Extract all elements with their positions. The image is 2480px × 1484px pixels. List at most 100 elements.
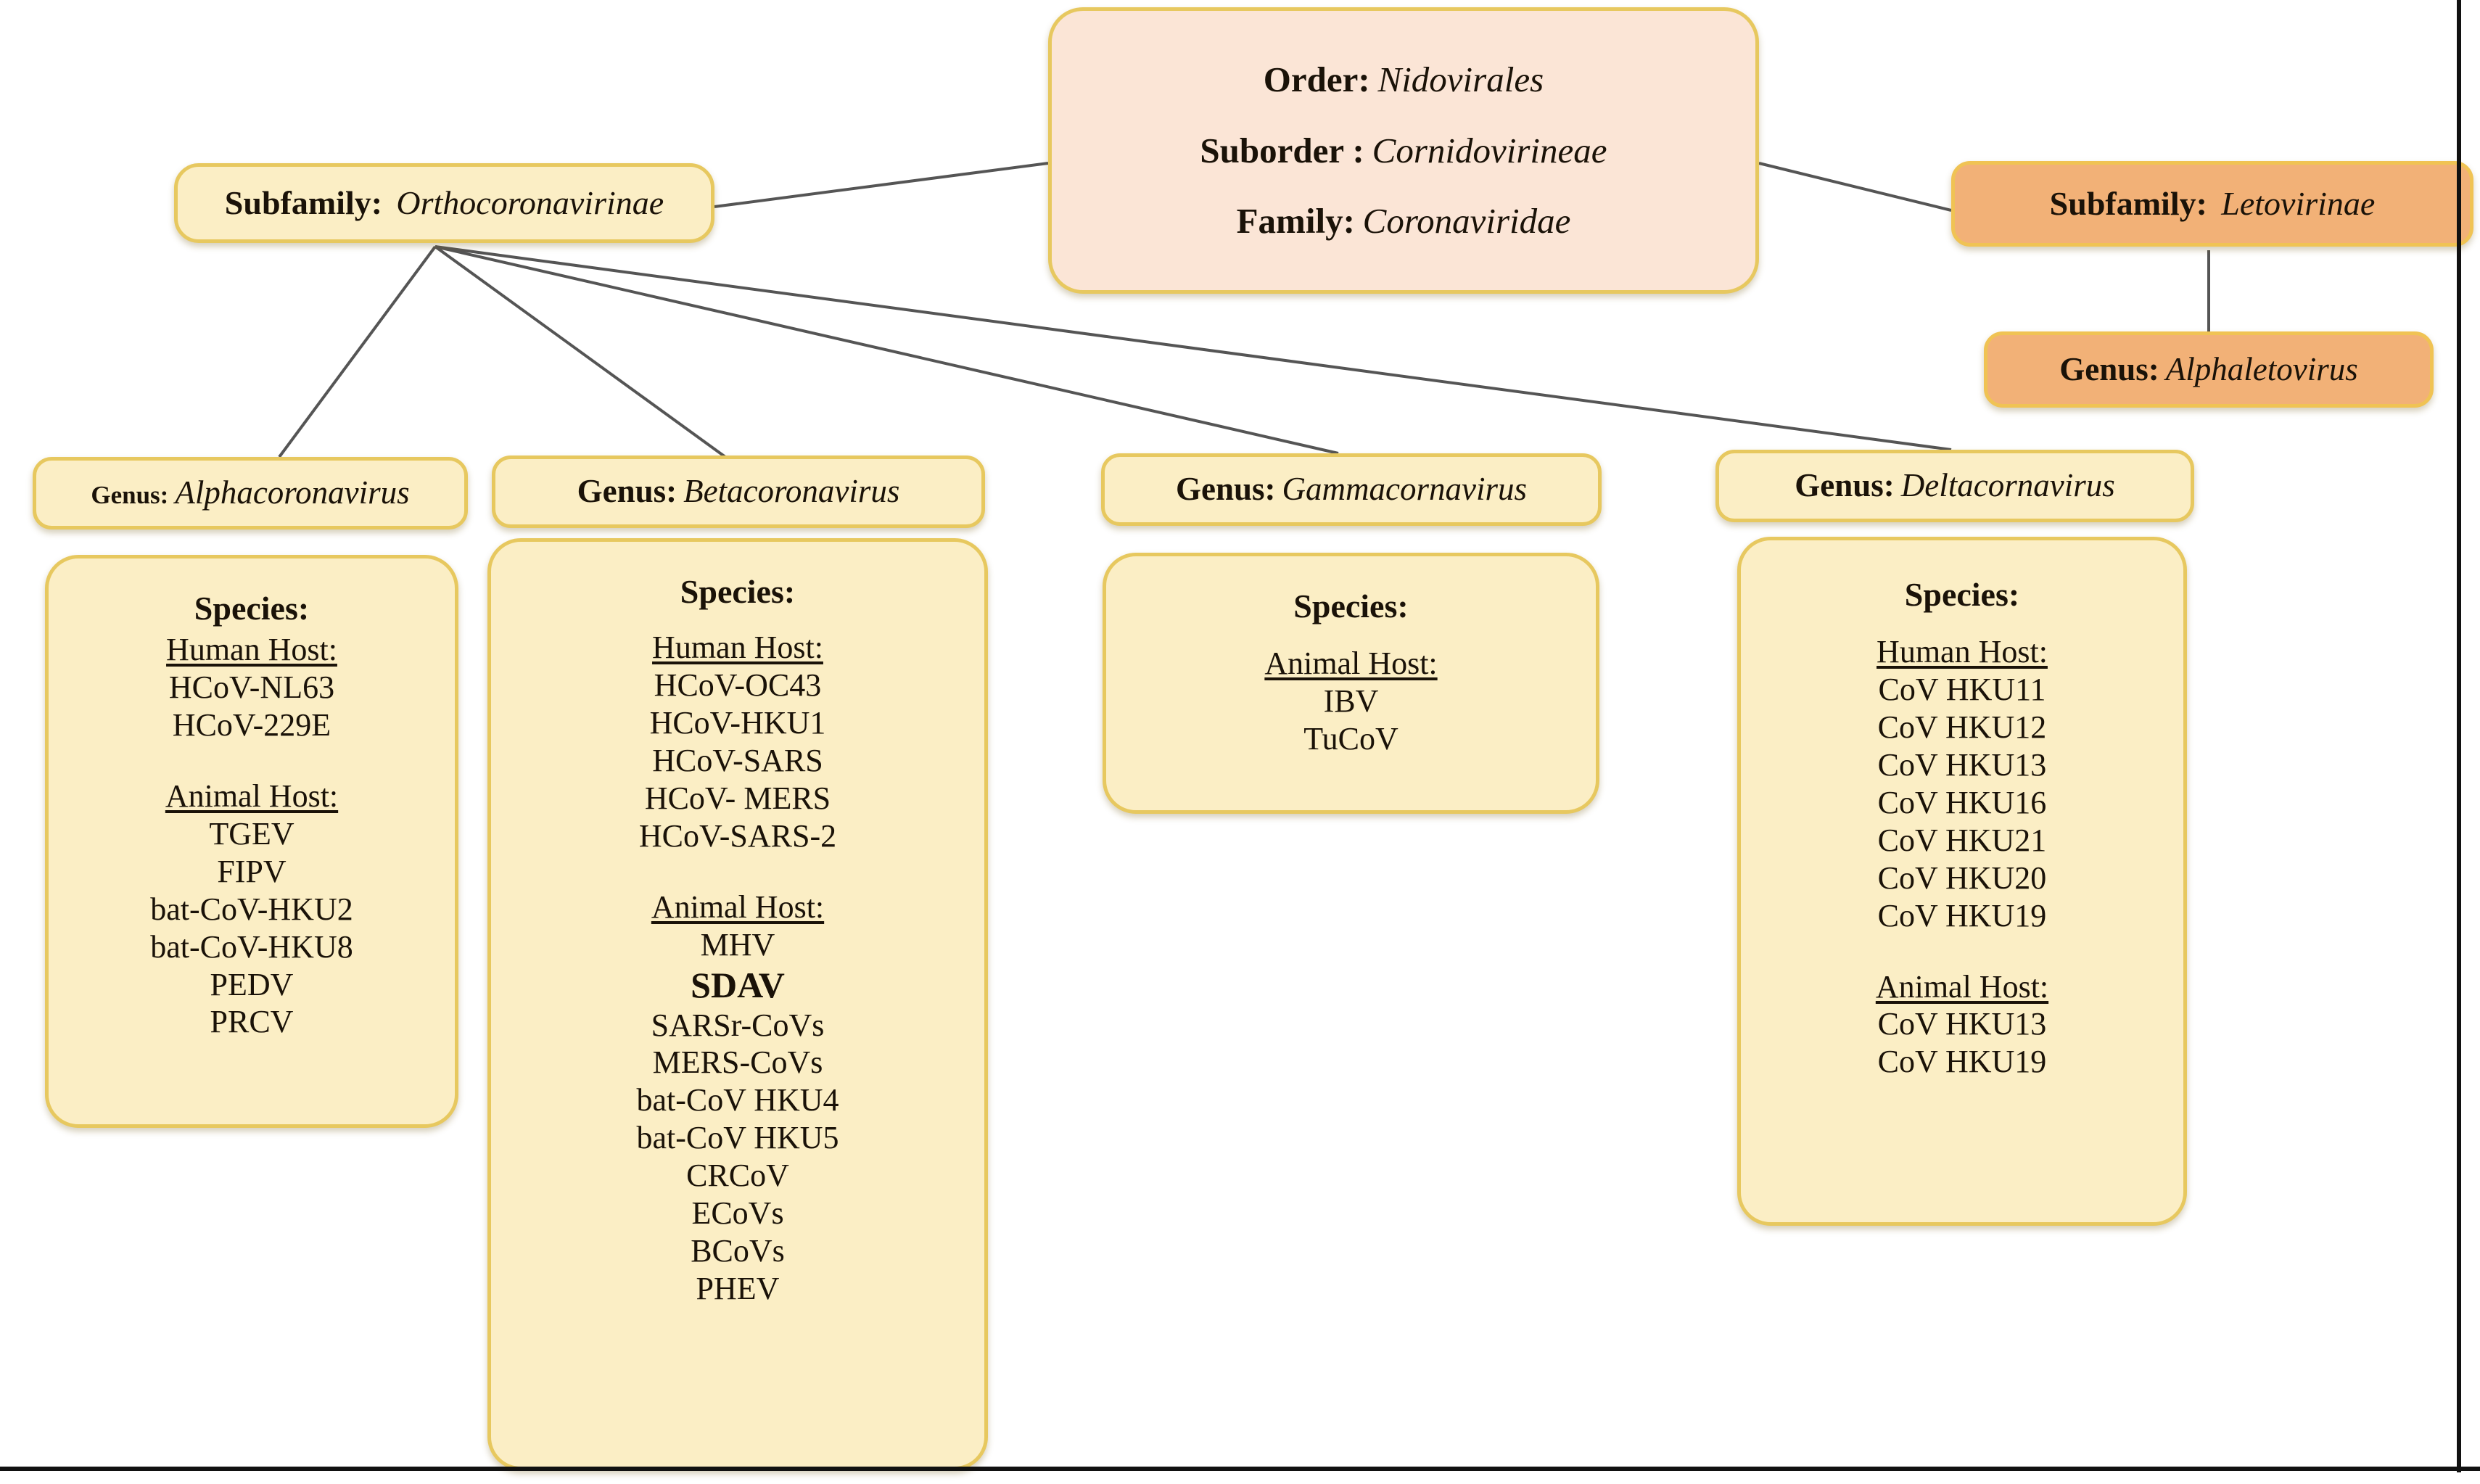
beta-genus-value: Betacoronavirus — [683, 473, 900, 510]
root-suborder-colon: : — [1343, 130, 1364, 170]
alpha-genus-label: Genus: — [91, 481, 169, 510]
node-species-gammacornavirus[interactable]: Species: Animal Host: IBV TuCoV — [1103, 553, 1599, 814]
species-item: bat-CoV-HKU8 — [150, 928, 353, 965]
root-suborder-label: Suborder — [1200, 130, 1344, 170]
beta-animal-group: Animal Host: MHV SDAV SARSr-CoVs MERS-Co… — [636, 886, 839, 1308]
alpha-animal-group: Animal Host: TGEV FIPV bat-CoV-HKU2 bat-… — [150, 775, 353, 1041]
gamma-animal-host-head: Animal Host: — [1264, 646, 1438, 682]
species-item: CoV HKU11 — [1878, 672, 2046, 708]
species-item: HCoV-229E — [172, 707, 331, 743]
species-item: BCoVs — [691, 1232, 785, 1269]
species-item: PRCV — [210, 1004, 294, 1040]
species-item: TGEV — [209, 815, 294, 852]
link-ortho-to-alpha — [278, 245, 437, 458]
species-item: HCoV-OC43 — [654, 667, 822, 704]
node-genus-alphaletovirus[interactable]: Genus:Alphaletovirus — [1984, 331, 2434, 408]
root-order-value: Nidovirales — [1377, 59, 1544, 99]
beta-human-group: Human Host: HCoV-OC43 HCoV-HKU1 HCoV-SAR… — [639, 626, 836, 854]
root-suborder-value: Cornidovirineae — [1372, 130, 1607, 170]
node-subfamily-letovirinae[interactable]: Subfamily: Letovirinae — [1951, 161, 2473, 247]
species-item: MHV — [700, 926, 775, 962]
species-item: HCoV-SARS — [652, 742, 823, 778]
species-item: SARSr-CoVs — [651, 1007, 825, 1043]
delta-species-title: Species: — [1904, 576, 2020, 613]
species-item: HCoV- MERS — [644, 780, 831, 816]
root-order-label: Order — [1263, 59, 1359, 99]
link-root-to-leto — [1758, 162, 1952, 212]
species-item: CoV HKU12 — [1877, 709, 2047, 746]
species-item: CoV HKU13 — [1877, 746, 2047, 783]
delta-human-host-head: Human Host: — [1877, 634, 2048, 670]
species-item: CRCoV — [686, 1158, 789, 1194]
alpha-genus-line: Genus:Alphacoronavirus — [91, 474, 409, 512]
node-species-alphacoronavirus[interactable]: Species: Human Host: HCoV-NL63 HCoV-229E… — [45, 555, 458, 1128]
beta-species-title: Species: — [680, 573, 796, 610]
species-item: bat-CoV HKU4 — [636, 1082, 839, 1118]
alpha-genus-value: Alphacoronavirus — [175, 474, 410, 511]
root-order-line: Order:Nidovirales — [1264, 59, 1544, 101]
ortho-value: Orthocoronavirinae — [396, 184, 664, 221]
beta-animal-host-head: Animal Host: — [651, 889, 825, 925]
node-species-deltacornavirus[interactable]: Species: Human Host: CoV HKU11 CoV HKU12… — [1737, 537, 2187, 1226]
gamma-genus-label: Genus: — [1175, 471, 1276, 508]
gamma-species-title: Species: — [1293, 588, 1409, 624]
gamma-animal-group: Animal Host: IBV TuCoV — [1264, 642, 1437, 758]
root-order-colon: : — [1358, 59, 1370, 99]
root-family-value: Coronaviridae — [1362, 201, 1571, 242]
species-item: MERS-CoVs — [652, 1044, 823, 1081]
species-item: CoV HKU21 — [1877, 822, 2047, 858]
frame-right-rule — [2457, 0, 2461, 1472]
leto-label: Subfamily: — [2049, 184, 2207, 222]
node-genus-alphacoronavirus[interactable]: Genus:Alphacoronavirus — [33, 457, 468, 529]
gamma-genus-value: Gammacornavirus — [1282, 471, 1527, 508]
delta-human-group: Human Host: CoV HKU11 CoV HKU12 CoV HKU1… — [1877, 630, 2048, 934]
species-item: CoV HKU13 — [1877, 1006, 2047, 1042]
ortho-line: Subfamily: Orthocoronavirinae — [225, 184, 664, 223]
alpha-species-title: Species: — [194, 590, 310, 627]
root-family-colon: : — [1343, 201, 1355, 242]
alpha-human-group: Human Host: HCoV-NL63 HCoV-229E — [166, 628, 337, 744]
species-item: HCoV-HKU1 — [649, 705, 826, 741]
leto-line: Subfamily: Letovirinae — [2050, 184, 2376, 223]
species-item: CoV HKU19 — [1877, 1044, 2047, 1080]
root-suborder-line: Suborder :Cornidovirineae — [1200, 130, 1607, 172]
alpha-animal-host-head: Animal Host: — [165, 778, 339, 814]
node-species-betacoronavirus[interactable]: Species: Human Host: HCoV-OC43 HCoV-HKU1… — [487, 538, 988, 1470]
species-item: HCoV-NL63 — [168, 669, 335, 706]
node-genus-deltacornavirus[interactable]: Genus:Deltacornavirus — [1715, 450, 2194, 522]
ortho-label: Subfamily: — [224, 184, 383, 221]
beta-genus-line: Genus:Betacoronavirus — [577, 472, 900, 511]
node-genus-gammacornavirus[interactable]: Genus:Gammacornavirus — [1101, 453, 1602, 526]
species-item: TuCoV — [1303, 721, 1398, 757]
species-item: bat-CoV HKU5 — [636, 1120, 839, 1156]
alphaletovirus-line: Genus:Alphaletovirus — [2059, 350, 2358, 389]
beta-human-host-head: Human Host: — [652, 630, 823, 666]
delta-animal-group: Animal Host: CoV HKU13 CoV HKU19 — [1876, 965, 2048, 1081]
root-family-label: Family — [1236, 201, 1343, 242]
alphaletovirus-value: Alphaletovirus — [2165, 350, 2358, 387]
delta-genus-label: Genus: — [1795, 467, 1895, 504]
species-item: FIPV — [217, 853, 287, 889]
delta-animal-host-head: Animal Host: — [1875, 968, 2049, 1005]
root-family-line: Family:Coronaviridae — [1237, 200, 1571, 242]
species-item: bat-CoV-HKU2 — [150, 891, 353, 927]
species-item: CoV HKU16 — [1877, 784, 2047, 820]
alpha-human-host-head: Human Host: — [166, 632, 337, 668]
species-item: PHEV — [696, 1270, 780, 1306]
leto-value: Letovirinae — [2221, 184, 2376, 222]
species-item: ECoVs — [691, 1195, 784, 1232]
species-item: IBV — [1323, 683, 1379, 720]
species-item: CoV HKU20 — [1877, 860, 2047, 896]
species-item: PEDV — [210, 966, 294, 1002]
delta-genus-value: Deltacornavirus — [1900, 467, 2115, 504]
gamma-genus-line: Genus:Gammacornavirus — [1176, 470, 1527, 508]
frame-bottom-rule — [0, 1467, 2480, 1471]
link-ortho-to-beta — [434, 245, 727, 458]
alphaletovirus-label: Genus: — [2059, 350, 2159, 387]
link-root-to-ortho — [714, 162, 1049, 208]
node-genus-betacoronavirus[interactable]: Genus:Betacoronavirus — [492, 455, 985, 528]
node-root-taxonomy[interactable]: Order:Nidovirales Suborder :Cornidovirin… — [1048, 7, 1759, 294]
node-subfamily-orthocoronavirinae[interactable]: Subfamily: Orthocoronavirinae — [174, 163, 714, 243]
species-item: HCoV-SARS-2 — [638, 817, 837, 854]
